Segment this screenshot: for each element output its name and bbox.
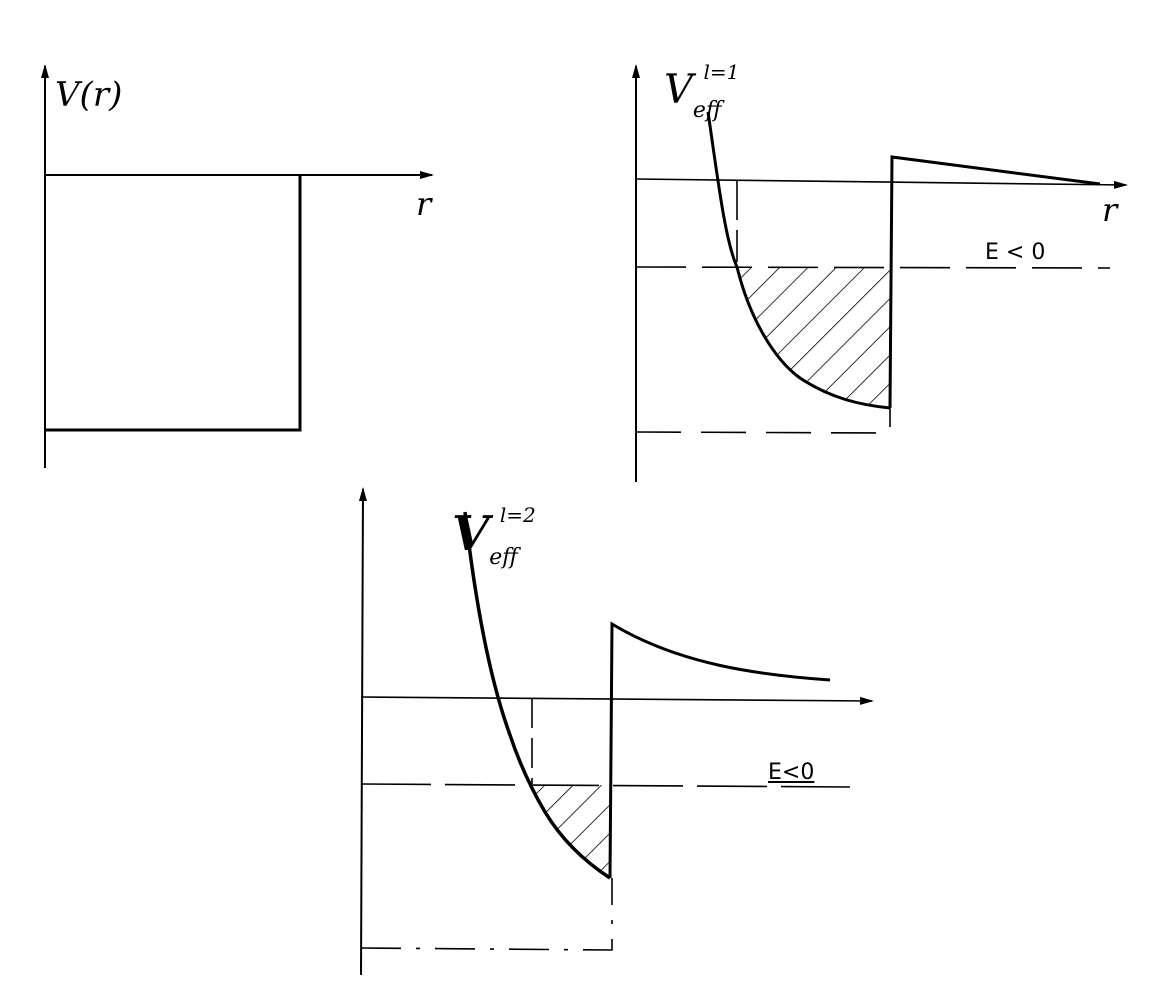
panel-effective-l1: [632, 64, 1128, 482]
panel3-energy-label: E<0: [768, 760, 815, 785]
x-axis: [635, 178, 1128, 189]
barrier: [608, 621, 831, 879]
energy-level: [635, 266, 1111, 269]
barrier: [888, 155, 1101, 409]
x-axis: [360, 696, 874, 705]
label-main: V: [452, 506, 490, 562]
label-sup: l=2: [499, 503, 536, 527]
panel2-y-label: Veff l=1: [664, 62, 757, 122]
panel3-y-label: Veff l=2: [452, 505, 554, 569]
panel2-x-label: r: [1102, 191, 1118, 229]
label-sub: eff: [489, 545, 518, 570]
well-potential: [45, 175, 302, 432]
panel2-energy-label: E < 0: [985, 240, 1046, 265]
effective-potential-curve: [463, 511, 611, 880]
label-sub: eff: [692, 98, 722, 123]
hatched-region: [737, 267, 890, 408]
y-axis: [358, 487, 367, 976]
hatched-region: [532, 785, 610, 878]
well-bottom-dashed: [635, 408, 891, 434]
panel1-x-label: r: [416, 185, 432, 223]
panel1-y-label: V(r): [55, 75, 123, 115]
effective-potential-curve: [706, 111, 891, 410]
label-sup: l=1: [703, 60, 740, 84]
well-bottom-dashed: [360, 878, 613, 951]
panel-effective-l2: [358, 487, 874, 976]
label-main: V: [664, 67, 693, 113]
panel-square-well: [41, 64, 434, 468]
